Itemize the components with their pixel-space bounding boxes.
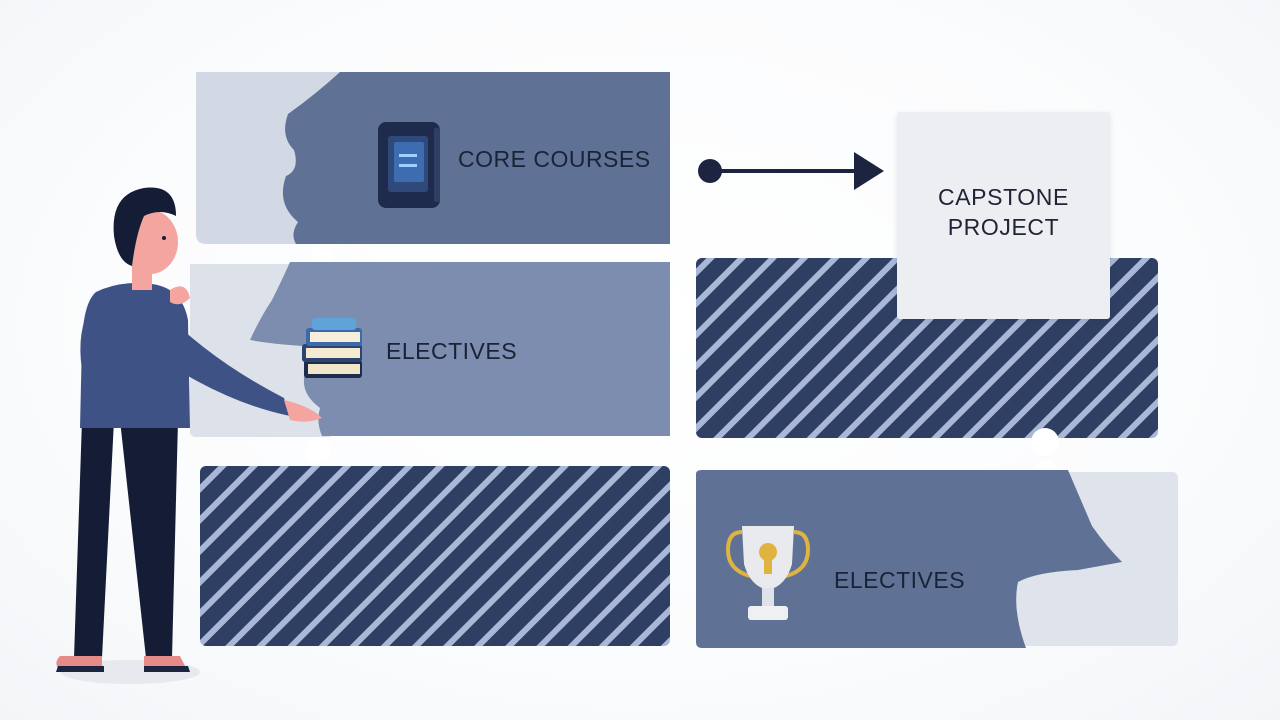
capstone-project-card: CAPSTONE PROJECT	[897, 112, 1110, 319]
puzzle-nub	[1031, 428, 1059, 456]
electives-label: ELECTIVES	[386, 338, 518, 364]
person-left-leg	[74, 420, 114, 658]
books-stack-icon	[298, 316, 368, 384]
person-arm	[150, 308, 290, 416]
puzzle-nub	[311, 245, 333, 267]
trophy-icon	[724, 524, 812, 624]
capstone-label-line2: PROJECT	[947, 214, 1060, 240]
electives-block	[250, 262, 670, 436]
arrow-right-icon	[698, 152, 884, 190]
person-hand	[284, 400, 322, 422]
electives-2-block	[696, 470, 1122, 648]
hatched-panel-bottom-left	[200, 466, 670, 646]
puzzle-nub	[305, 437, 331, 463]
person-figure	[56, 187, 322, 684]
capstone-label-line1: CAPSTONE	[938, 184, 1069, 210]
electives-2-label: ELECTIVES	[834, 567, 966, 593]
core-courses-label: CORE COURSES	[458, 146, 651, 172]
book-icon	[374, 118, 444, 210]
person-hair	[113, 187, 176, 266]
person-right-leg	[120, 420, 178, 658]
